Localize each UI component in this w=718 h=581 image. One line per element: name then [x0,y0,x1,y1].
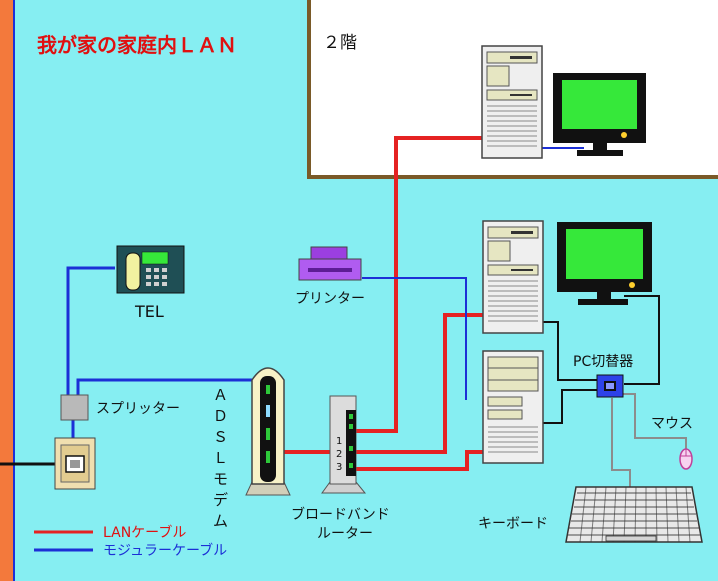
legend-label-modular: モジュラーケーブル [103,542,227,559]
floor2-border [307,0,718,179]
adsl-modem-char: Ｄ [213,407,228,425]
printer-cable [362,277,467,400]
other-cables [362,147,687,487]
floor2-label: ２階 [323,33,357,53]
legend-label-lan: LANケーブル [103,524,186,541]
lan-cable-router-pc2 [356,450,483,471]
lan-cable-router-pc1 [356,313,483,454]
router-label-line1: ブロードバンド [291,506,390,523]
adsl-modem-char: Ｌ [213,449,228,467]
adsl-modem-label: Ａ Ｄ Ｓ Ｌ モ デ ム [213,386,228,530]
legend: LANケーブル モジュラーケーブル [34,524,227,559]
router-ports: 1 2 3 [336,436,342,473]
modular-cable-splitter-modem [76,378,252,395]
splitter [60,394,89,421]
keyboard-label: キーボード [478,516,548,532]
kvm-switch-label: PC切替器 [573,354,633,370]
broadband-router [321,395,367,494]
adsl-modem-char: モ [213,470,228,488]
router-port-label: 3 [336,462,342,473]
diagram-title: 我が家の家庭内ＬＡＮ [37,33,237,57]
adsl-modem-char: Ｓ [213,428,228,446]
pc-tower-2 [482,350,544,464]
printer-label: プリンター [295,291,365,307]
telephone [116,245,185,294]
splitter-label: スプリッター [96,401,180,417]
mouse [679,448,693,470]
printer [298,246,362,281]
monitor-1 [557,222,652,305]
lan-cable-router-floor2 [356,136,482,433]
adsl-modem [245,367,291,496]
router-port-label: 1 [336,436,342,447]
pc-tower-1 [482,220,544,334]
kvm-switch [596,374,624,398]
keyboard-cable [611,398,631,487]
mouse-label: マウス [651,416,693,432]
kvm-cable-pc2 [543,389,597,424]
wall-jack [54,437,96,490]
tel-label: TEL [134,302,164,321]
pc-tower-floor2 [481,45,543,159]
adsl-modem-char: ム [213,512,228,530]
modular-cable-tel [66,266,115,395]
router-port-label: 2 [336,449,342,460]
modular-cables [66,266,252,438]
kvm-cable-monitor [624,295,660,385]
lan-cables [284,136,483,471]
monitor-floor2 [553,73,646,156]
adsl-modem-char: デ [213,491,228,509]
keyboard [565,486,703,543]
mouse-cable [622,393,687,450]
router-label-line2: ルーター [317,526,373,542]
adsl-modem-char: Ａ [213,386,228,404]
kvm-cable-pc1 [543,321,597,381]
outer-wall [0,0,14,581]
